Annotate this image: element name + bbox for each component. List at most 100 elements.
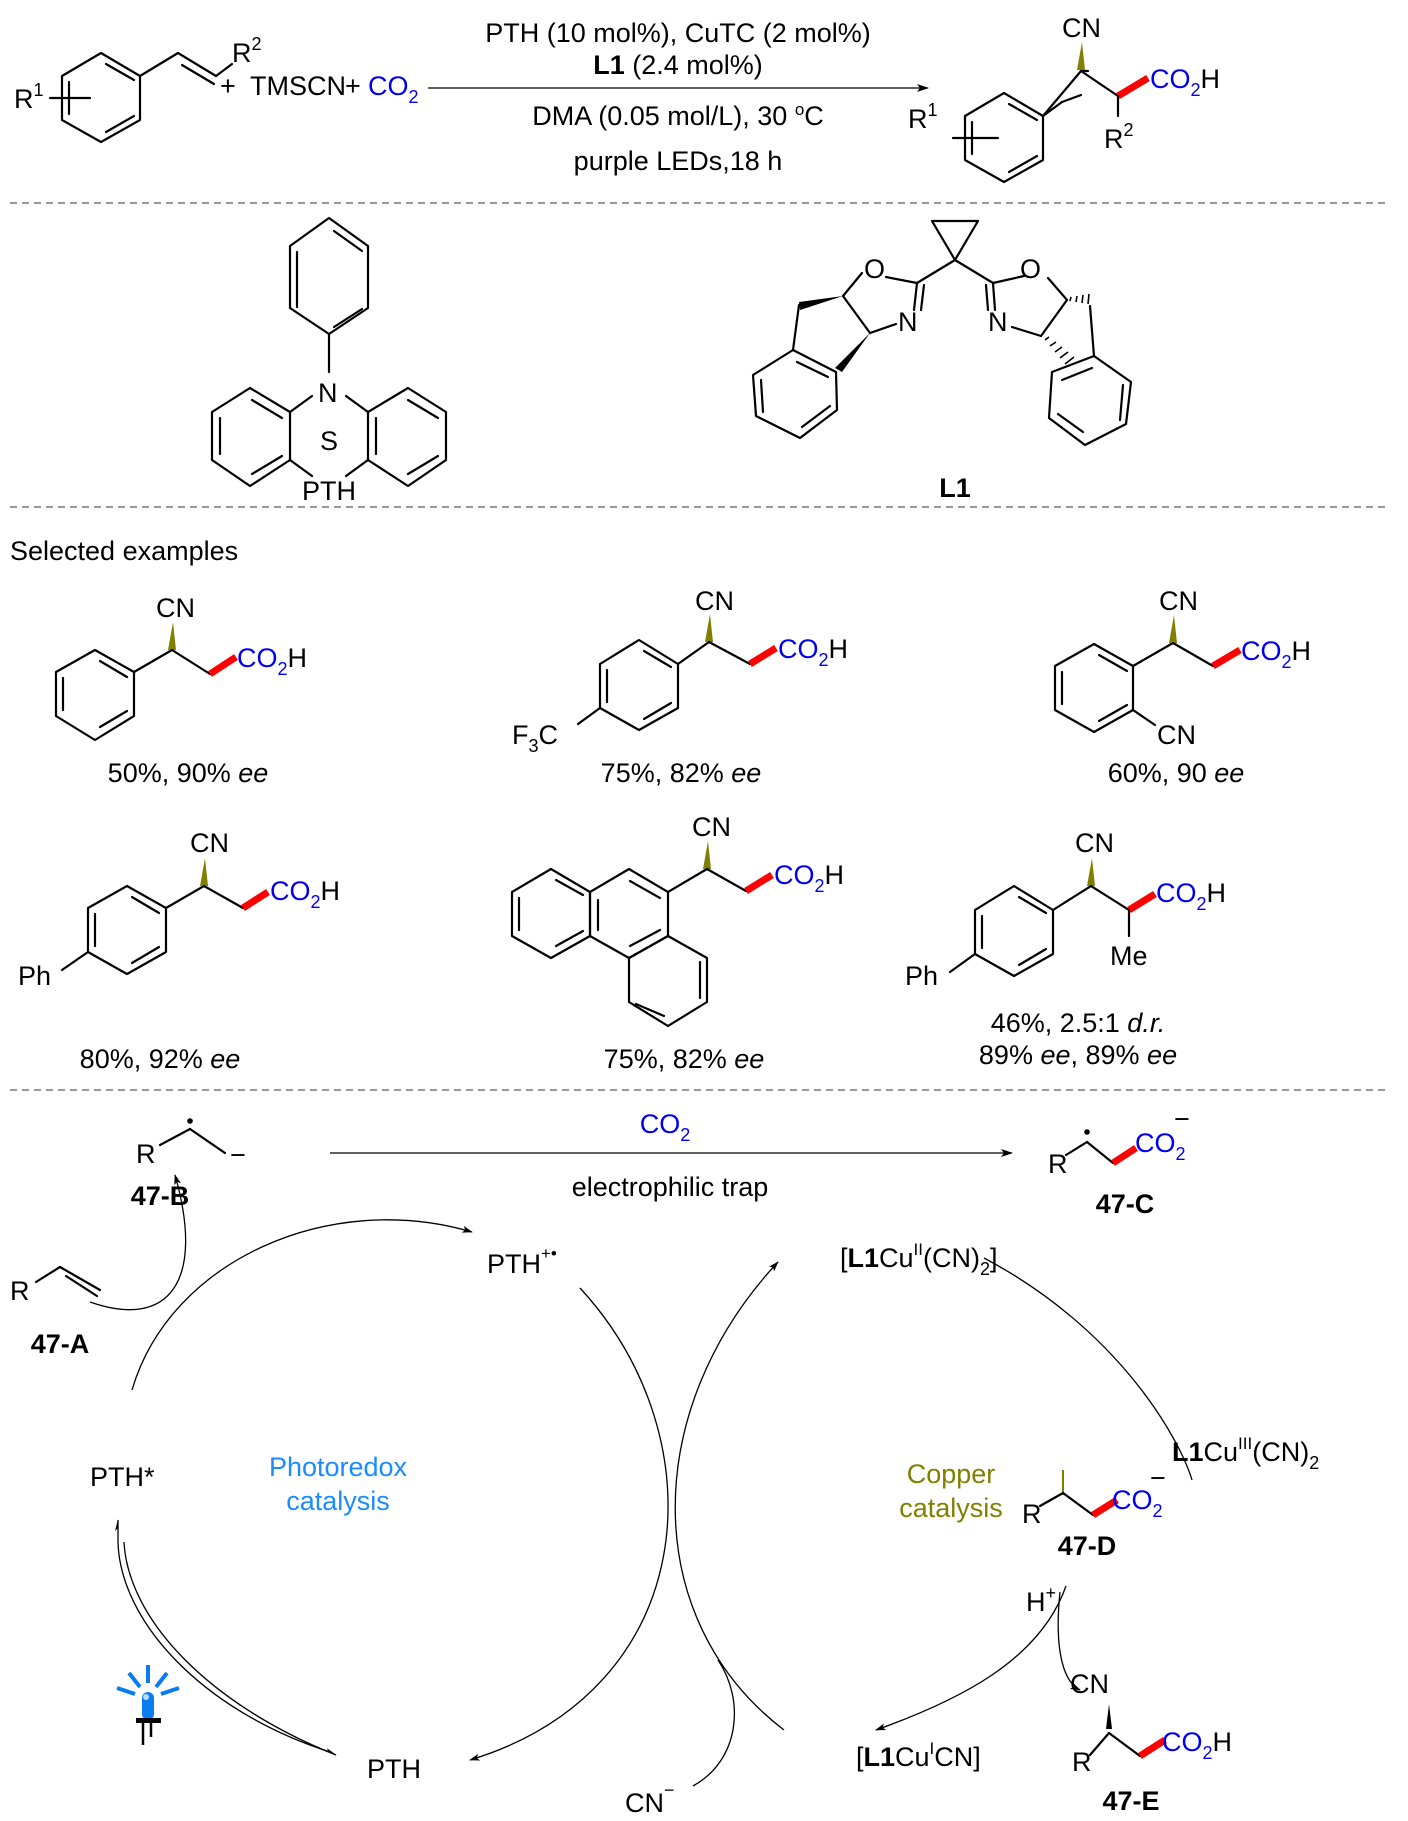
intermediate-47-D: L1CuIII(CN)2 R CO2 − 47-D: [1022, 1434, 1319, 1561]
l1-n: N: [898, 307, 918, 337]
co2h-label: CO2H: [237, 643, 307, 679]
co2h-label: CO2H: [1156, 878, 1226, 914]
cu-ii-complex: [L1CuII(CN)2]: [840, 1240, 998, 1279]
example-2: CN CO2H F3C 75%, 82% ee: [512, 586, 848, 788]
pth-oxidation-arrow: [131, 1219, 473, 1391]
ph-label: Ph: [18, 961, 51, 991]
cn-label: CN: [1159, 586, 1198, 616]
example-5: CN CO2H 75%, 82% ee: [510, 812, 844, 1074]
svg-text:L1CuIII(CN)2: L1CuIII(CN)2: [1172, 1434, 1319, 1473]
photoredox-label-1: Photoredox: [269, 1452, 408, 1482]
example-result: 60%, 90 ee: [1108, 758, 1245, 788]
co2-reagent: CO2: [368, 71, 419, 107]
r2-label: R2: [232, 34, 262, 68]
svg-text:CO2H: CO2H: [1162, 1727, 1232, 1763]
svg-text:R: R: [1072, 1747, 1092, 1777]
plus-sign: +: [345, 71, 361, 101]
co2-arrow-label: CO2: [640, 1109, 691, 1145]
conditions-catalysts: PTH (10 mol%), CuTC (2 mol%): [485, 18, 871, 48]
example-result: 80%, 92% ee: [80, 1044, 241, 1074]
product-47-E: CN R CO2H 47-E: [1070, 1669, 1232, 1816]
copper-label-2: catalysis: [899, 1493, 1003, 1523]
me-label: Me: [1110, 941, 1148, 971]
conditions-light: purple LEDs,18 h: [574, 146, 783, 176]
conditions-ligand: L1 (2.4 mol%): [593, 50, 763, 80]
example-1: CN CO2H 50%, 90% ee: [54, 593, 307, 788]
cu-i-complex: [L1CuICN]: [856, 1739, 981, 1772]
svg-text:−: −: [1174, 1104, 1190, 1134]
pth-s: S: [320, 426, 338, 456]
cn-label: CN: [692, 812, 731, 842]
co2h-label: CO2H: [778, 634, 848, 670]
pth-excited: PTH*: [90, 1462, 155, 1492]
led-light-icon: [116, 1665, 180, 1745]
ortho-cn-label: CN: [1157, 720, 1196, 750]
l1-o: O: [864, 254, 885, 284]
substrate-47-A: R 47-A: [10, 1265, 102, 1359]
svg-text:47-A: 47-A: [31, 1329, 90, 1359]
svg-text:47-E: 47-E: [1102, 1786, 1159, 1816]
example-result: 50%, 90% ee: [108, 758, 269, 788]
intermediate-47-C: R CO2 − 47-C: [1048, 1104, 1190, 1219]
product-r1: R1: [908, 100, 938, 134]
l1-label: L1: [939, 473, 971, 503]
svg-text:R: R: [136, 1139, 156, 1169]
pth-ground: PTH: [367, 1754, 421, 1784]
f3c-label: F3C: [512, 720, 558, 756]
cu-oxidation-arrow: [674, 1261, 785, 1731]
svg-text:47-C: 47-C: [1096, 1189, 1155, 1219]
svg-text:R: R: [10, 1276, 30, 1306]
svg-text:CN: CN: [1070, 1669, 1109, 1699]
example-result-line2: 89% ee, 89% ee: [979, 1040, 1177, 1070]
pth-structure: N S PTH: [210, 216, 448, 506]
cn-label: CN: [156, 593, 195, 623]
example-3: CN CO2H CN 60%, 90 ee: [1053, 586, 1311, 788]
co2h-label: CO2H: [1241, 636, 1311, 672]
cyanide-anion: CN−: [625, 1780, 675, 1818]
ph-label: Ph: [905, 961, 938, 991]
cn-label: CN: [695, 586, 734, 616]
svg-text:47-D: 47-D: [1058, 1531, 1117, 1561]
reagent-tmscn: TMSCN: [250, 71, 346, 101]
product-general: CN CO2H R1 R2: [908, 13, 1220, 184]
cn-label: CN: [190, 828, 229, 858]
protonation-arrow-to-cu: [875, 1585, 1067, 1731]
pth-n: N: [318, 378, 338, 408]
proton-label: H+: [1026, 1583, 1056, 1617]
cn-label: CN: [1075, 828, 1114, 858]
svg-text:47-B: 47-B: [131, 1181, 190, 1211]
copper-label-1: Copper: [907, 1459, 996, 1489]
l1-n: N: [988, 307, 1008, 337]
svg-text:−: −: [230, 1140, 246, 1170]
protonation-arrow-to-product: [1057, 1591, 1081, 1691]
l1-ligand-structure: O N O N L1: [751, 219, 1133, 503]
excitation-arrow-b: [123, 1541, 337, 1756]
co2h-label: CO2H: [774, 860, 844, 896]
product-co2h: CO2H: [1150, 64, 1220, 100]
example-4: CN CO2H Ph 80%, 92% ee: [18, 828, 340, 1074]
example-6: CN CO2H Me Ph 46%, 2.5:1 d.r. 89% ee, 89…: [905, 828, 1226, 1070]
plus-sign: +: [220, 71, 236, 101]
l1-o: O: [1020, 254, 1041, 284]
photoredox-return-arrow: [469, 1287, 669, 1761]
svg-text:R: R: [1048, 1149, 1068, 1179]
electrophilic-trap-label: electrophilic trap: [572, 1172, 769, 1202]
intermediate-47-B: R − 47-B: [131, 1118, 246, 1211]
example-result: 75%, 82% ee: [604, 1044, 765, 1074]
svg-text:R: R: [1022, 1499, 1042, 1529]
example-result: 75%, 82% ee: [601, 758, 762, 788]
svg-text:CO2: CO2: [1112, 1485, 1163, 1521]
r1-label: R1: [14, 80, 44, 114]
example-result-line1: 46%, 2.5:1 d.r.: [991, 1008, 1166, 1038]
product-r2: R2: [1104, 120, 1134, 154]
reactant-styrene: R1 R2: [14, 34, 262, 144]
set-arrow-a-to-b: [89, 1174, 187, 1311]
pth-label: PTH: [302, 476, 356, 506]
svg-text:CO2: CO2: [1135, 1128, 1186, 1164]
radical-capture-arrow: [983, 1257, 1193, 1481]
photoredox-label-2: catalysis: [286, 1486, 390, 1516]
co2h-label: CO2H: [270, 876, 340, 912]
conditions-solvent: DMA (0.05 mol/L), 30 oC: [532, 100, 824, 131]
excitation-arrow-a: [117, 1541, 331, 1753]
